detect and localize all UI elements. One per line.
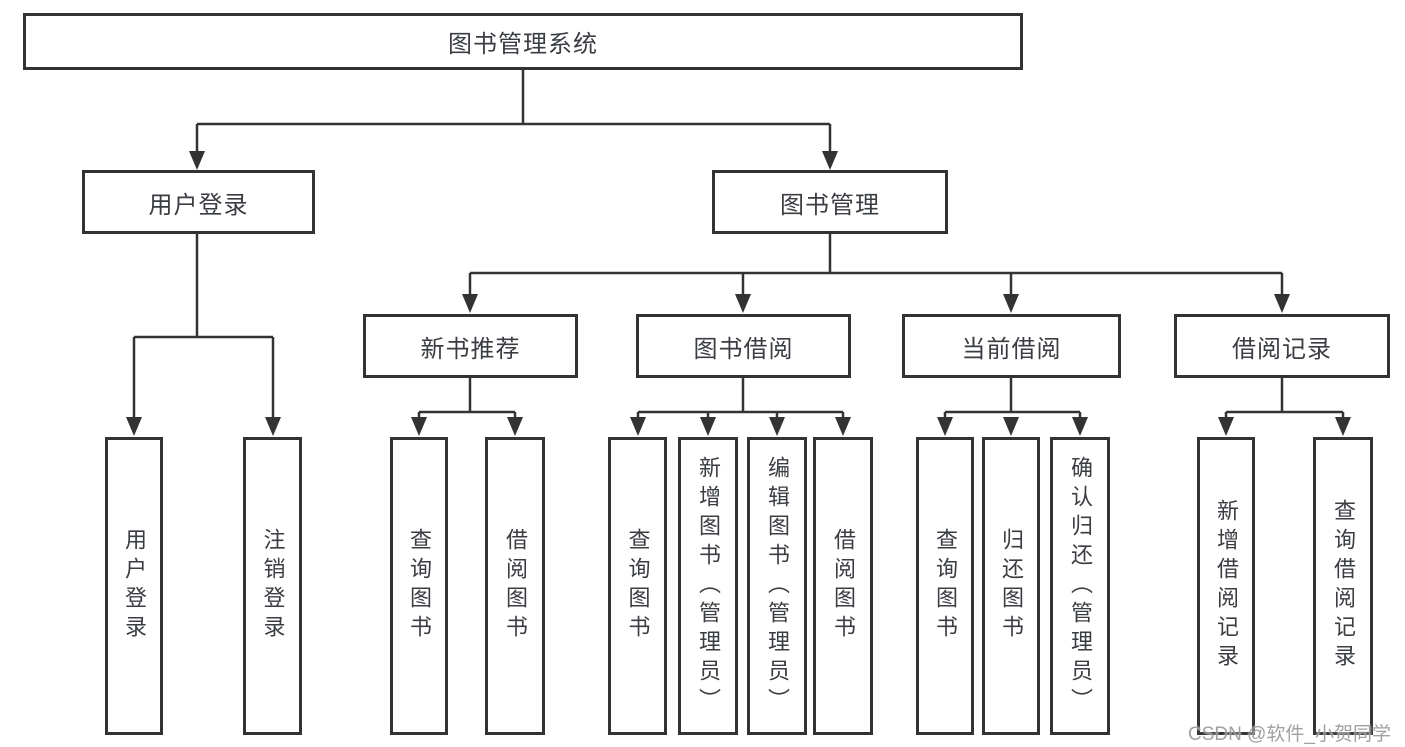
leaf-label: 借阅图书	[503, 528, 528, 644]
leaf-borrow-books-recommend: 借阅图书	[485, 437, 545, 735]
leaf-label: 用户登录	[122, 528, 147, 644]
leaf-query-books-borrowing: 查询图书	[608, 437, 667, 735]
leaf-add-book-admin: 新增图书（管理员）	[678, 437, 738, 735]
node-borrowing-records: 借阅记录	[1174, 314, 1390, 378]
leaf-borrow-books-borrowing: 借阅图书	[813, 437, 873, 735]
leaf-user-login: 用户登录	[105, 437, 163, 735]
node-book-borrowing: 图书借阅	[636, 314, 851, 378]
leaf-confirm-return-admin: 确认归还（管理员）	[1050, 437, 1110, 735]
node-label: 用户登录	[148, 191, 249, 219]
leaf-label: 新增图书（管理员）	[696, 455, 721, 717]
node-label: 图书借阅	[693, 335, 794, 363]
leaf-label: 借阅图书	[831, 528, 856, 644]
node-label: 图书管理	[780, 191, 880, 219]
leaf-query-borrow-record: 查询借阅记录	[1313, 437, 1373, 735]
leaf-label: 确认归还（管理员）	[1068, 455, 1093, 717]
leaf-return-books: 归还图书	[982, 437, 1040, 735]
leaf-label: 查询图书	[407, 528, 432, 644]
leaf-label: 新增借阅记录	[1214, 499, 1239, 673]
leaf-query-books-recommend: 查询图书	[390, 437, 448, 735]
leaf-logout: 注销登录	[243, 437, 302, 735]
node-book-management: 图书管理	[712, 170, 948, 234]
leaf-label: 注销登录	[260, 528, 286, 644]
root-label: 图书管理系统	[448, 31, 598, 58]
leaf-add-borrow-record: 新增借阅记录	[1197, 437, 1255, 735]
leaf-label: 编辑图书（管理员）	[765, 455, 790, 717]
leaf-label: 查询图书	[933, 528, 958, 644]
node-label: 新书推荐	[420, 335, 521, 363]
node-new-book-recommendation: 新书推荐	[363, 314, 578, 378]
leaf-query-books-current: 查询图书	[916, 437, 974, 735]
leaf-label: 查询借阅记录	[1331, 499, 1356, 673]
leaf-edit-book-admin: 编辑图书（管理员）	[747, 437, 807, 735]
node-label: 借阅记录	[1232, 335, 1332, 363]
node-library-management-system: 图书管理系统	[23, 13, 1023, 70]
node-current-borrowing: 当前借阅	[902, 314, 1121, 378]
node-label: 当前借阅	[961, 335, 1062, 363]
leaf-label: 查询图书	[625, 528, 651, 644]
node-user-login: 用户登录	[82, 170, 315, 234]
leaf-label: 归还图书	[999, 528, 1024, 644]
watermark: CSDN @软件_小贺同学	[1188, 724, 1391, 745]
